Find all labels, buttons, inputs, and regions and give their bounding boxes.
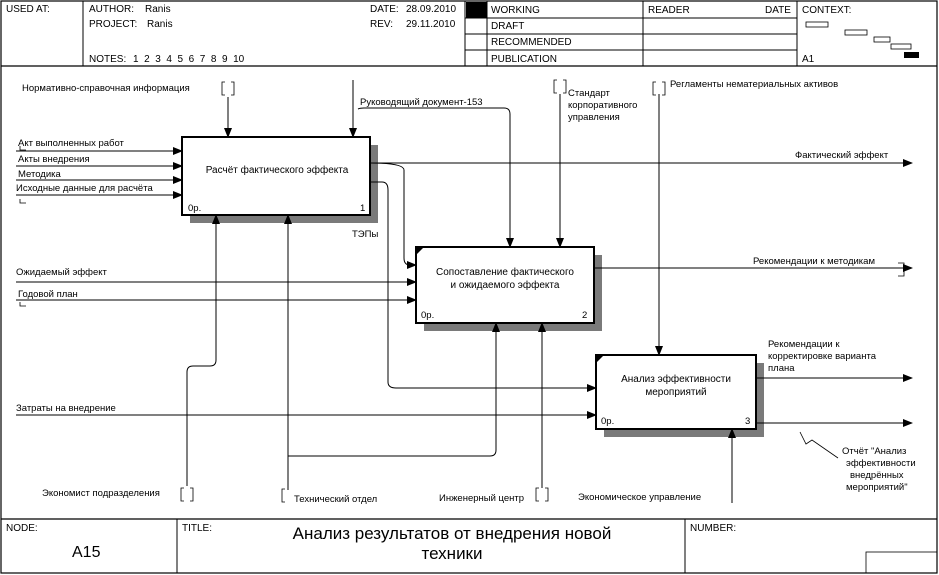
activity-box-2[interactable]: Сопоставление фактического и ожидаемого … [415,246,602,331]
box-2-cost: 0р. [421,310,434,321]
box-3-title-line-1: Анализ эффективности [621,373,731,385]
source-data-label: Исходные данные для расчёта [16,183,153,194]
arrow-acts-implementation[interactable]: Акты внедрения [16,154,183,170]
working-status-marker [466,2,487,18]
footer-block: NODE: A15 TITLE: Анализ результатов от в… [1,518,938,574]
arrow-tep[interactable]: ТЭПы [352,181,597,392]
acts-implementation-label: Акты внедрения [18,154,90,165]
box-1-number: 1 [360,203,365,214]
activity-box-3[interactable]: Анализ эффективности мероприятий 0р. 3 [595,354,764,437]
report-line-3: внедрённых [850,470,904,481]
arrow-source-data[interactable]: Исходные данные для расчёта [16,146,183,204]
corporate-standard-line-2: корпоративного [568,100,637,111]
project-value: Ranis [147,19,173,30]
expected-effect-label: Ожидаемый эффект [16,267,107,278]
arrow-plan-recommendations[interactable]: Рекомендации к корректировке варианта пл… [756,339,913,382]
regulations-label: Регламенты нематериальных активов [670,79,838,90]
diagram-title-line-2: техники [422,544,483,563]
arrow-act-works[interactable]: Акт выполненных работ [16,138,183,155]
author-value: Ranis [145,4,171,15]
implementation-costs-label: Затраты на внедрение [16,403,116,414]
economist-label: Экономист подразделения [42,488,160,499]
reader-label: READER [648,5,690,16]
arrow-engineering-center[interactable]: Инженерный центр [439,322,549,504]
context-thumbnail [805,21,919,58]
activity-box-1[interactable]: Расчёт фактического эффекта 0р. 1 [181,136,378,223]
notes-value: 1 2 3 4 5 6 7 8 9 10 [133,54,245,65]
tep-label: ТЭПы [352,229,378,240]
arrow-method[interactable]: Методика [16,169,183,184]
arrow-normative-info[interactable]: Нормативно-справочная информация [22,81,235,138]
date-value: 28.09.2010 [406,4,456,15]
box-1-cost: 0р. [188,203,201,214]
status-publication: PUBLICATION [491,54,557,65]
act-works-label: Акт выполненных работ [18,138,125,149]
box-3-title-line-2: мероприятий [645,387,706,398]
arrow-implementation-costs[interactable]: Затраты на внедрение [16,403,597,419]
box-3-cost: 0р. [601,416,614,427]
box-2-title-line-1: Сопоставление фактического [436,266,574,278]
status-draft: DRAFT [491,21,524,32]
corporate-standard-line-1: Стандарт [568,88,611,99]
box-1-title: Расчёт фактического эффекта [206,164,349,176]
box-2-title-line-2: и ожидаемого эффекта [451,279,560,291]
rev-label: REV: [370,19,393,30]
method-label: Методика [18,169,62,180]
header-block: USED AT: AUTHOR: Ranis PROJECT: Ranis DA… [1,1,937,67]
economic-department-label: Экономическое управление [578,492,701,503]
arrow-actual-effect[interactable]: Фактический эффект [369,150,913,269]
report-line-1: Отчёт "Анализ [842,446,906,457]
date-label: DATE: [370,4,399,15]
actual-effect-label: Фактический эффект [795,150,889,161]
arrow-guiding-document[interactable]: Руководящий документ-153 [349,80,514,248]
report-line-4: мероприятий" [846,482,908,493]
method-recommendations-label: Рекомендации к методикам [753,256,875,267]
status-recommended: RECOMMENDED [491,37,572,48]
context-node: A1 [802,54,815,65]
number-label: NUMBER: [690,523,736,534]
plan-recommendations-line-3: плана [768,363,795,374]
rev-value: 29.11.2010 [406,19,456,30]
author-label: AUTHOR: [89,4,134,15]
status-working: WORKING [491,5,540,16]
tech-department-label: Технический отдел [294,494,377,505]
used-at-label: USED AT: [6,4,50,15]
annual-plan-label: Годовой план [18,289,78,300]
context-label: CONTEXT: [802,5,851,16]
arrow-method-recommendations[interactable]: Рекомендации к методикам [594,256,913,277]
box-3-number: 3 [745,416,750,427]
node-value: A15 [72,544,101,561]
normative-info-label: Нормативно-справочная информация [22,83,190,94]
reader-date-label: DATE [765,5,791,16]
arrow-corporate-standard[interactable]: Стандарт корпоративного управления [553,79,637,248]
node-label: NODE: [6,523,38,534]
arrow-economist[interactable]: Экономист подразделения [42,214,220,502]
diagram-title-line-1: Анализ результатов от внедрения новой [293,524,612,543]
engineering-center-label: Инженерный центр [439,493,524,504]
plan-recommendations-line-1: Рекомендации к [768,339,840,350]
arrow-economic-department[interactable]: Экономическое управление [578,428,736,503]
box-2-number: 2 [582,310,587,321]
plan-recommendations-line-2: корректировке варианта [768,351,877,362]
title-label: TITLE: [182,523,212,534]
arrow-regulations[interactable]: Регламенты нематериальных активов [652,79,838,356]
arrow-report[interactable]: Отчёт "Анализ эффективности внедрённых м… [756,419,916,493]
report-line-2: эффективности [846,458,916,469]
corporate-standard-line-3: управления [568,112,620,123]
notes-label: NOTES: [89,54,126,65]
arrow-tech-department[interactable]: Технический отдел [281,214,500,505]
project-label: PROJECT: [89,19,137,30]
guiding-document-label: Руководящий документ-153 [360,97,483,108]
